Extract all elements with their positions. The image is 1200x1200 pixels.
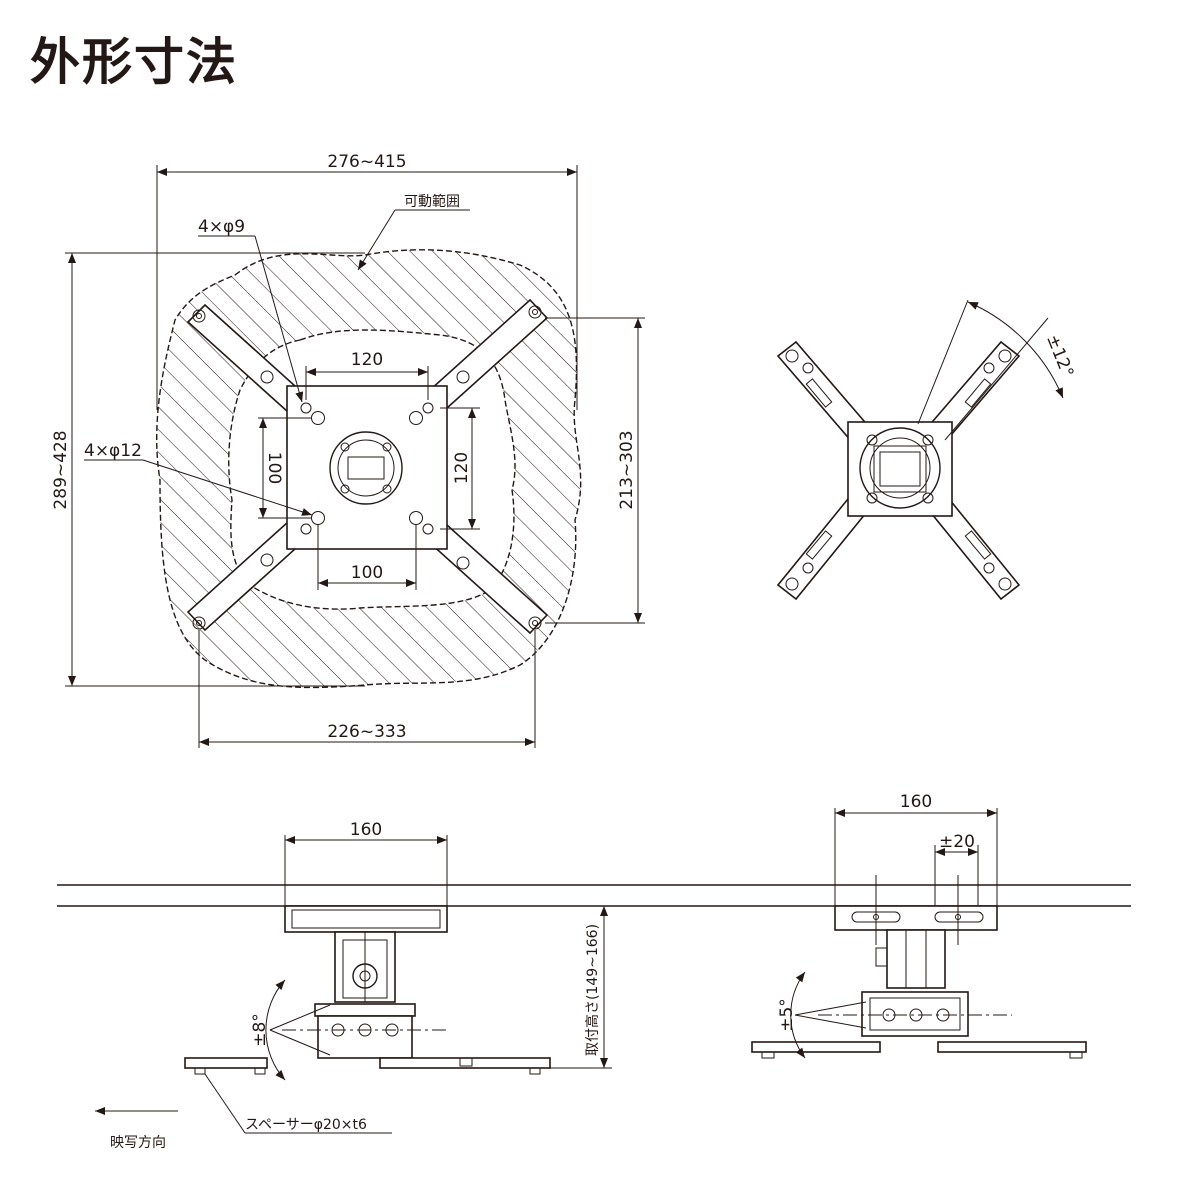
movable-range-label: 可動範囲	[404, 193, 460, 210]
page-title: 外形寸法	[30, 33, 238, 91]
right-tilt-angle-label: ±5°	[777, 998, 797, 1032]
mounting-plate	[286, 385, 448, 550]
front-tilt-angle-label: ±8°	[250, 1013, 270, 1047]
base-width-range-label: 226~333	[327, 722, 406, 742]
holes-large-label: 4×φ12	[84, 441, 142, 461]
dim-height-range: 289~428	[51, 430, 71, 509]
slide-range-label: ±20	[939, 832, 975, 852]
projection-direction-label: 映写方向	[110, 1135, 166, 1151]
mounting-holes	[300, 402, 434, 535]
right-plate-width-label: 160	[900, 792, 932, 812]
center-hub	[329, 431, 403, 505]
mount-height-label: 取付高さ(149~166)	[584, 924, 601, 1056]
side-angle-label: ±12°	[1042, 332, 1077, 381]
pitch-left-label: 100	[264, 452, 284, 484]
pitch-right-label: 120	[452, 452, 472, 484]
side-view: ±12°	[776, 299, 1077, 601]
arm-height-range-label: 213~303	[617, 430, 637, 509]
holes-small-label: 4×φ9	[198, 217, 245, 237]
right-view: 160 ±20 ±5°	[751, 792, 1087, 1059]
right-ceiling-plate	[834, 905, 998, 931]
spacer-label: スペーサーφ20×t6	[245, 1117, 367, 1133]
pitch-bottom-label: 100	[351, 563, 383, 583]
front-plate-width-label: 160	[350, 820, 382, 840]
pitch-top-label: 120	[351, 350, 383, 370]
dim-width-range: 276~415	[327, 152, 406, 172]
top-view: 276~415 289~428 可動範囲 4×φ9 4×φ12 120 120	[51, 152, 645, 748]
front-view: 160 ±8° 取付高さ(149~166) スペーサーφ20×t6 映写方向	[95, 820, 612, 1151]
side-center-block	[847, 421, 953, 517]
